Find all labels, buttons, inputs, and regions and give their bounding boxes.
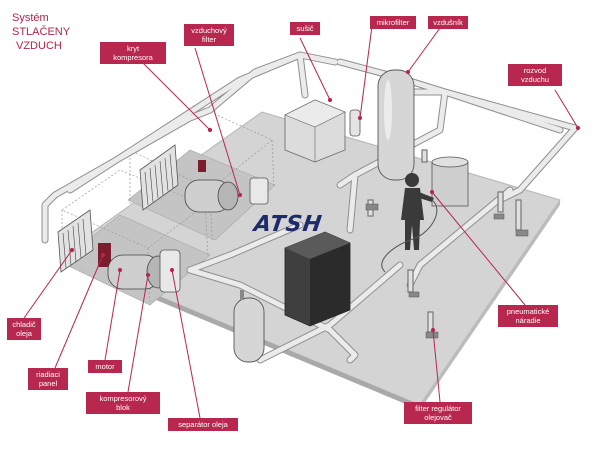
air-receiver-upper [377,69,415,181]
pneumatic-tools [365,203,529,339]
air-hose [381,199,438,273]
air-receiver-lower [233,290,265,363]
leader-lines [23,25,581,419]
title-line-2: STLAČENY [12,26,71,38]
label-vzduchovy-filter: vzduchový filter [184,24,234,46]
label-motor: motor [88,360,122,373]
compressor-lower [57,209,181,293]
dryer-unit [284,99,346,163]
label-susic: sušič [290,22,320,35]
label-pneumaticke-naradie: pneumatické náradie [498,305,558,327]
atsh-logo: ATSH [252,212,324,237]
label-kryt-kompresora: kryt kompresora [100,42,166,64]
title-line-3: VZDUCH [16,40,62,52]
machine-cabinet [284,231,351,327]
label-filter-regulator-olejovac: filter regulátor olejovač [404,402,472,424]
compressor-upper [139,144,269,213]
label-vzdusnik: vzdušník [428,16,468,29]
label-rozvod-vzduchu: rozvod vzduchu [508,64,562,86]
label-chladic-oleja: chladič oleja [7,318,41,340]
label-kompresorovy-blok: kompresorový blok [86,392,160,414]
label-separator-oleja: separátor oleja [168,418,238,431]
label-riadiaci-panel: riadiaci panel [28,368,68,390]
floor-edge-right [420,200,560,410]
microfilter-unit [349,109,361,137]
pipe-network [41,51,579,364]
title-line-1: Systém [12,12,49,24]
label-mikrofilter: mikrofilter [370,16,416,29]
worker-silhouette [401,173,434,250]
